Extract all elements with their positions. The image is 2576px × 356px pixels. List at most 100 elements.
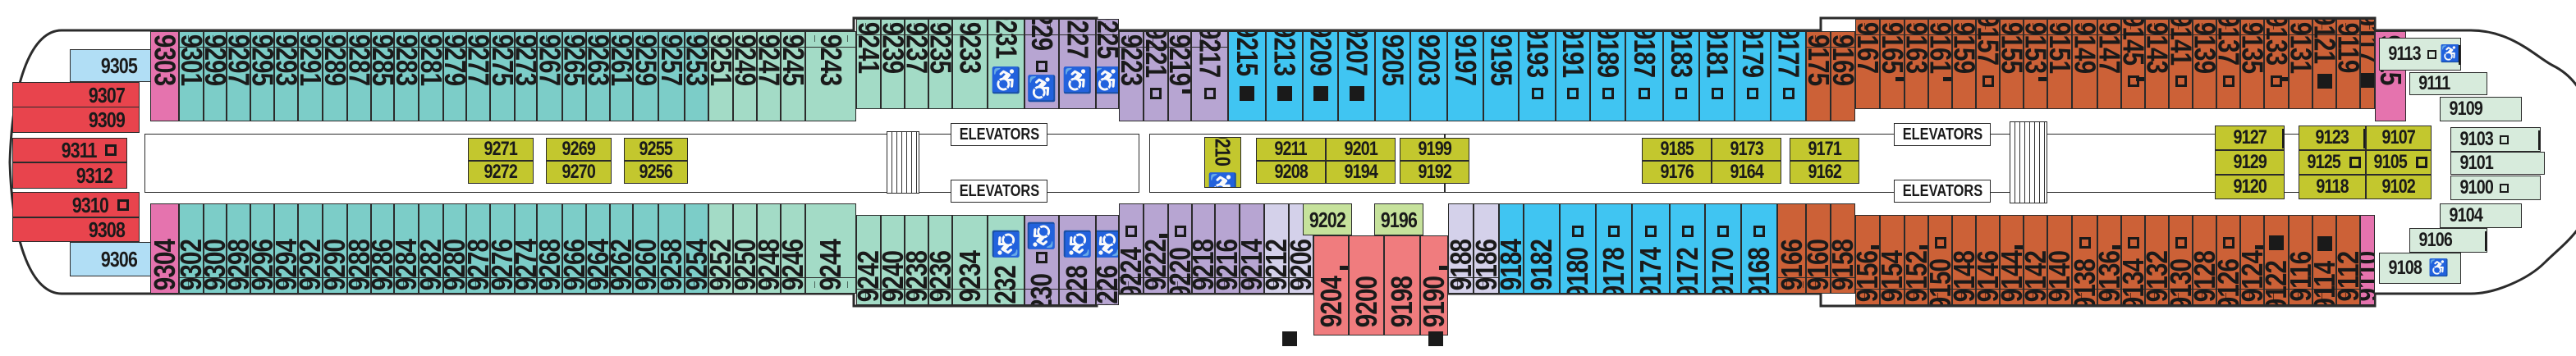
cabin-9193[interactable]: 9193 bbox=[1519, 31, 1556, 121]
cabin-9291[interactable]: 9291 bbox=[298, 31, 323, 121]
cabin-9108[interactable]: 9108♿ bbox=[2379, 253, 2461, 284]
cabin-9132[interactable]: 9132 bbox=[2145, 215, 2169, 305]
cabin-9311[interactable]: 9311 bbox=[12, 138, 127, 162]
cabin-9247[interactable]: 9247 bbox=[757, 31, 781, 121]
cabin-9269[interactable]: 9269 bbox=[546, 138, 612, 161]
cabin-9134[interactable]: 9134 bbox=[2121, 215, 2145, 305]
cabin-9254[interactable]: 9254 bbox=[685, 203, 708, 294]
cabin-9300[interactable]: 9300 bbox=[204, 203, 227, 294]
cabin-9226[interactable]: 9226♿ bbox=[1096, 215, 1119, 305]
cabin-9287[interactable]: 9287 bbox=[347, 31, 371, 121]
cabin-9187[interactable]: 9187 bbox=[1625, 31, 1663, 121]
cabin-9232[interactable]: 9232♿ bbox=[988, 215, 1024, 305]
cabin-9166[interactable]: 9166 bbox=[1777, 203, 1806, 294]
cabin-9204[interactable]: 9204 bbox=[1313, 235, 1349, 335]
cabin-9128[interactable]: 9128 bbox=[2193, 215, 2216, 305]
cabin-9307[interactable]: 9307 bbox=[12, 82, 140, 108]
cabin-9122[interactable]: 9122 bbox=[2264, 215, 2289, 305]
cabin-9293[interactable]: 9293 bbox=[274, 31, 298, 121]
cabin-9139[interactable]: 9139 bbox=[2193, 19, 2216, 109]
cabin-9129[interactable]: 9129 bbox=[2215, 150, 2285, 175]
cabin-9147[interactable]: 9147 bbox=[2097, 19, 2121, 109]
cabin-9114[interactable]: 9114 bbox=[2312, 215, 2336, 305]
cabin-9278[interactable]: 9278 bbox=[466, 203, 490, 294]
cabin-9109[interactable]: 9109 bbox=[2440, 97, 2522, 121]
cabin-9264[interactable]: 9264 bbox=[586, 203, 610, 294]
cabin-9310[interactable]: 9310 bbox=[12, 192, 140, 217]
cabin-9211[interactable]: 9211 bbox=[1256, 138, 1326, 161]
cabin-9305[interactable]: 9305 bbox=[70, 49, 152, 82]
cabin-9149[interactable]: 9149 bbox=[2072, 19, 2097, 109]
cabin-9214[interactable]: 9214 bbox=[1240, 203, 1264, 294]
cabin-9176[interactable]: 9176 bbox=[1642, 161, 1712, 184]
cabin-9222[interactable]: 9222 bbox=[1144, 203, 1168, 294]
cabin-9105[interactable]: 9105 bbox=[2366, 150, 2432, 175]
cabin-9171[interactable]: 9171 bbox=[1790, 138, 1859, 161]
cabin-9208[interactable]: 9208 bbox=[1256, 161, 1326, 184]
cabin-9266[interactable]: 9266 bbox=[562, 203, 586, 294]
cabin-9302[interactable]: 9302 bbox=[179, 203, 204, 294]
cabin-9270[interactable]: 9270 bbox=[546, 161, 612, 184]
cabin-9174[interactable]: 9174 bbox=[1632, 203, 1670, 294]
cabin-9273[interactable]: 9273 bbox=[515, 31, 537, 121]
cabin-9200[interactable]: 9200 bbox=[1349, 235, 1384, 335]
cabin-9230[interactable]: 9230♿ bbox=[1024, 215, 1059, 305]
cabin-9145[interactable]: 9145 bbox=[2121, 19, 2145, 109]
cabin-9152[interactable]: 9152 bbox=[1904, 215, 1928, 305]
cabin-9240[interactable]: 9240 bbox=[881, 215, 905, 305]
cabin-9168[interactable]: 9168 bbox=[1741, 203, 1777, 294]
cabin-9104[interactable]: 9104 bbox=[2440, 203, 2522, 228]
cabin-9239[interactable]: 9239 bbox=[881, 19, 905, 109]
cabin-9112[interactable]: 9112 bbox=[2336, 215, 2360, 305]
cabin-9173[interactable]: 9173 bbox=[1712, 138, 1781, 161]
cabin-9196[interactable]: 9196 bbox=[1374, 203, 1423, 235]
cabin-9277[interactable]: 9277 bbox=[466, 31, 490, 121]
cabin-9281[interactable]: 9281 bbox=[419, 31, 443, 121]
cabin-9127[interactable]: 9127 bbox=[2215, 126, 2285, 150]
cabin-9275[interactable]: 9275 bbox=[490, 31, 515, 121]
cabin-9195[interactable]: 9195 bbox=[1483, 31, 1519, 121]
cabin-9137[interactable]: 9137 bbox=[2216, 19, 2240, 109]
cabin-9194[interactable]: 9194 bbox=[1326, 161, 1396, 184]
cabin-9125[interactable]: 9125 bbox=[2299, 150, 2366, 175]
cabin-9234[interactable]: 9234 bbox=[952, 215, 988, 305]
cabin-9201[interactable]: 9201 bbox=[1326, 138, 1396, 161]
cabin-9184[interactable]: 9184 bbox=[1499, 203, 1524, 294]
cabin-9210[interactable]: 9210♿ bbox=[1204, 137, 1241, 188]
cabin-9113[interactable]: 9113♿ bbox=[2379, 38, 2461, 71]
cabin-9268[interactable]: 9268 bbox=[537, 203, 562, 294]
cabin-9181[interactable]: 9181 bbox=[1699, 31, 1735, 121]
cabin-9292[interactable]: 9292 bbox=[298, 203, 323, 294]
cabin-9191[interactable]: 9191 bbox=[1556, 31, 1590, 121]
cabin-9207[interactable]: 9207 bbox=[1338, 31, 1375, 121]
cabin-9258[interactable]: 9258 bbox=[658, 203, 685, 294]
cabin-9242[interactable]: 9242 bbox=[856, 215, 881, 305]
cabin-9117[interactable]: 9117 bbox=[2360, 19, 2375, 109]
cabin-9265[interactable]: 9265 bbox=[562, 31, 586, 121]
cabin-9219[interactable]: 9219 bbox=[1168, 31, 1191, 121]
cabin-9253[interactable]: 9253 bbox=[685, 31, 708, 121]
cabin-9248[interactable]: 9248 bbox=[757, 203, 781, 294]
cabin-9237[interactable]: 9237 bbox=[905, 19, 928, 109]
cabin-9123[interactable]: 9123 bbox=[2299, 126, 2366, 150]
cabin-9185[interactable]: 9185 bbox=[1642, 138, 1712, 161]
cabin-9283[interactable]: 9283 bbox=[394, 31, 419, 121]
cabin-9110[interactable]: 9110 bbox=[2360, 215, 2375, 305]
cabin-9136[interactable]: 9136 bbox=[2097, 215, 2121, 305]
cabin-9229[interactable]: 9229♿ bbox=[1024, 19, 1059, 109]
cabin-9161[interactable]: 9161 bbox=[1928, 19, 1952, 109]
cabin-9106[interactable]: 9106 bbox=[2409, 228, 2487, 253]
cabin-9286[interactable]: 9286 bbox=[371, 203, 394, 294]
cabin-9170[interactable]: 9170 bbox=[1705, 203, 1741, 294]
cabin-9276[interactable]: 9276 bbox=[490, 203, 515, 294]
cabin-9203[interactable]: 9203 bbox=[1410, 31, 1447, 121]
cabin-9262[interactable]: 9262 bbox=[610, 203, 633, 294]
cabin-9272[interactable]: 9272 bbox=[468, 161, 534, 184]
cabin-9178[interactable]: 9178 bbox=[1596, 203, 1632, 294]
cabin-9119[interactable]: 9119 bbox=[2336, 19, 2360, 109]
cabin-9223[interactable]: 9223 bbox=[1119, 31, 1144, 121]
cabin-9159[interactable]: 9159 bbox=[1952, 19, 1976, 109]
cabin-9142[interactable]: 9142 bbox=[2024, 215, 2047, 305]
cabin-9312[interactable]: 9312 bbox=[12, 162, 127, 189]
cabin-9288[interactable]: 9288 bbox=[347, 203, 371, 294]
